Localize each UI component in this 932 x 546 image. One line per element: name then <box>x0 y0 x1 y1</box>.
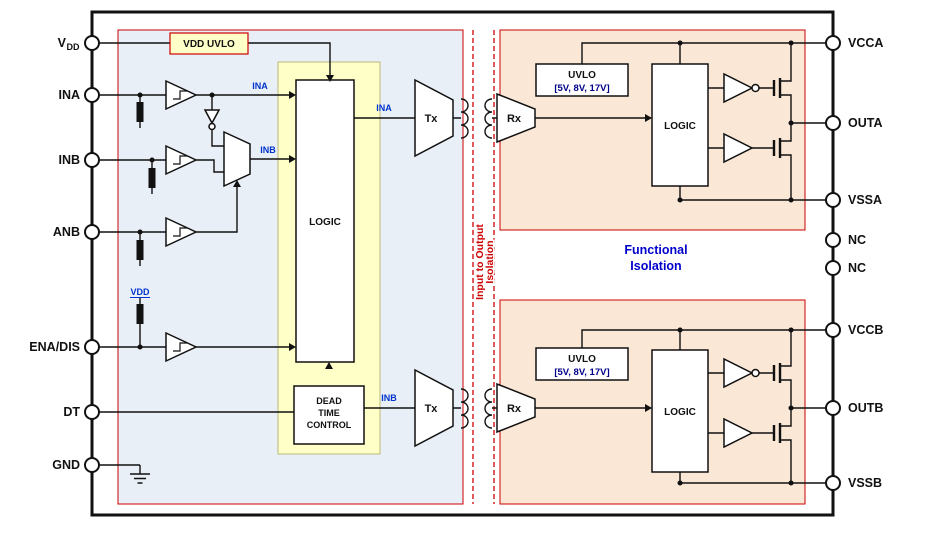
pin-ina-label: INA <box>58 88 80 102</box>
pin-nc2-terminal <box>825 260 841 276</box>
logic-b-label: LOGIC <box>664 407 696 418</box>
logic-block-a <box>651 63 709 187</box>
isolation-text-2: Isolation <box>484 240 496 283</box>
pin-gnd-terminal <box>84 457 100 473</box>
pin-dt-terminal <box>84 404 100 420</box>
uvlo-a-label: UVLO <box>568 70 596 81</box>
pin-nc2-label: NC <box>848 261 866 275</box>
logic-block-input <box>295 79 355 363</box>
pin-vssa-label: VSSA <box>848 193 882 207</box>
tx-block-a <box>414 78 454 158</box>
signal-inb-tx: INB <box>381 393 397 403</box>
inverter-bubble <box>208 122 216 131</box>
dead-time-label-3: CONTROL <box>307 420 352 430</box>
schmitt-trigger-buffers <box>165 79 198 363</box>
functional-isolation-text-2: Isolation <box>630 259 681 273</box>
rx-block-b <box>496 382 536 434</box>
pin-outa-label: OUTA <box>848 116 883 130</box>
logic-a-label: LOGIC <box>664 121 696 132</box>
uvlo-b-label: UVLO <box>568 354 596 365</box>
dead-time-control-block <box>293 385 365 445</box>
pin-inb-terminal <box>84 152 100 168</box>
pin-vdd-label: V <box>58 36 67 50</box>
pin-outa-terminal <box>825 115 841 131</box>
gate-driver-buffers <box>723 72 754 449</box>
logic-block-b <box>651 349 709 473</box>
transformer-b-coils <box>460 388 493 429</box>
pin-vccb-label: VCCB <box>848 323 883 337</box>
wires-driver-b <box>535 329 826 484</box>
pin-inb-label: INB <box>58 153 80 167</box>
pin-nc1-terminal <box>825 232 841 248</box>
dead-time-label-1: DEAD <box>316 396 342 406</box>
pin-vssb-terminal <box>825 475 841 491</box>
vdd-uvlo-block <box>169 32 249 55</box>
pin-vcca-terminal <box>825 35 841 51</box>
pin-outb-terminal <box>825 400 841 416</box>
isolation-barrier-lines <box>472 30 495 504</box>
functional-isolation-text-1: Functional <box>624 243 687 257</box>
wires-driver-a <box>535 42 826 201</box>
tx-a-label: Tx <box>425 113 439 125</box>
pin-ina-terminal <box>84 87 100 103</box>
pin-vssa-terminal <box>825 192 841 208</box>
tx-b-label: Tx <box>425 403 439 415</box>
wires-input-section <box>99 42 497 484</box>
hysteresis-glyphs <box>173 90 187 352</box>
logic-input-label: LOGIC <box>309 217 341 228</box>
pin-dt-label: DT <box>63 405 80 419</box>
dead-time-label-2: TIME <box>318 408 340 418</box>
pin-ena-dis-terminal <box>84 339 100 355</box>
pulldown-resistor-anb <box>136 240 144 260</box>
vdd-uvlo-label: VDD UVLO <box>183 39 235 50</box>
inverter <box>203 109 221 125</box>
transformer-a-coils <box>460 98 493 139</box>
pin-vdd-terminal <box>84 35 100 51</box>
rx-block-a <box>496 92 536 144</box>
input-mux <box>223 130 251 188</box>
pin-ena-dis-label: ENA/DIS <box>29 340 80 354</box>
pin-gnd-label: GND <box>52 458 80 472</box>
isolation-text-1: Input to Output <box>474 224 486 300</box>
pin-outb-label: OUTB <box>848 401 883 415</box>
junction-dots <box>137 40 794 486</box>
pulldown-resistor-ina <box>136 102 144 122</box>
mosfet-bars-b <box>772 363 782 443</box>
uvlo-block-a <box>535 63 629 97</box>
mosfet-bars-a <box>772 78 782 158</box>
signal-inb-logic: INB <box>260 145 276 155</box>
uvlo-b-range-label: [5V, 8V, 17V] <box>554 367 609 378</box>
inverter-bubble-a <box>751 83 760 93</box>
pin-nc1-label: NC <box>848 233 866 247</box>
signal-ina-logic: INA <box>252 81 268 91</box>
rx-a-label: Rx <box>507 113 522 125</box>
signal-ina-tx: INA <box>376 103 392 113</box>
pin-anb-terminal <box>84 224 100 240</box>
rx-b-label: Rx <box>507 403 522 415</box>
pin-anb-label: ANB <box>53 225 80 239</box>
signal-vdd-pullup: VDD <box>130 287 150 297</box>
tx-block-b <box>414 368 454 448</box>
pullup-resistor-ena <box>136 304 144 324</box>
pin-vssb-label: VSSB <box>848 476 882 490</box>
pin-vcca-label: VCCA <box>848 36 883 50</box>
inverter-bubble-b <box>751 368 760 378</box>
uvlo-block-b <box>535 347 629 381</box>
pin-vdd-label-sub: DD <box>67 42 80 52</box>
pulldown-resistor-inb <box>148 168 156 188</box>
uvlo-a-range-label: [5V, 8V, 17V] <box>554 83 609 94</box>
pin-vccb-terminal <box>825 322 841 338</box>
